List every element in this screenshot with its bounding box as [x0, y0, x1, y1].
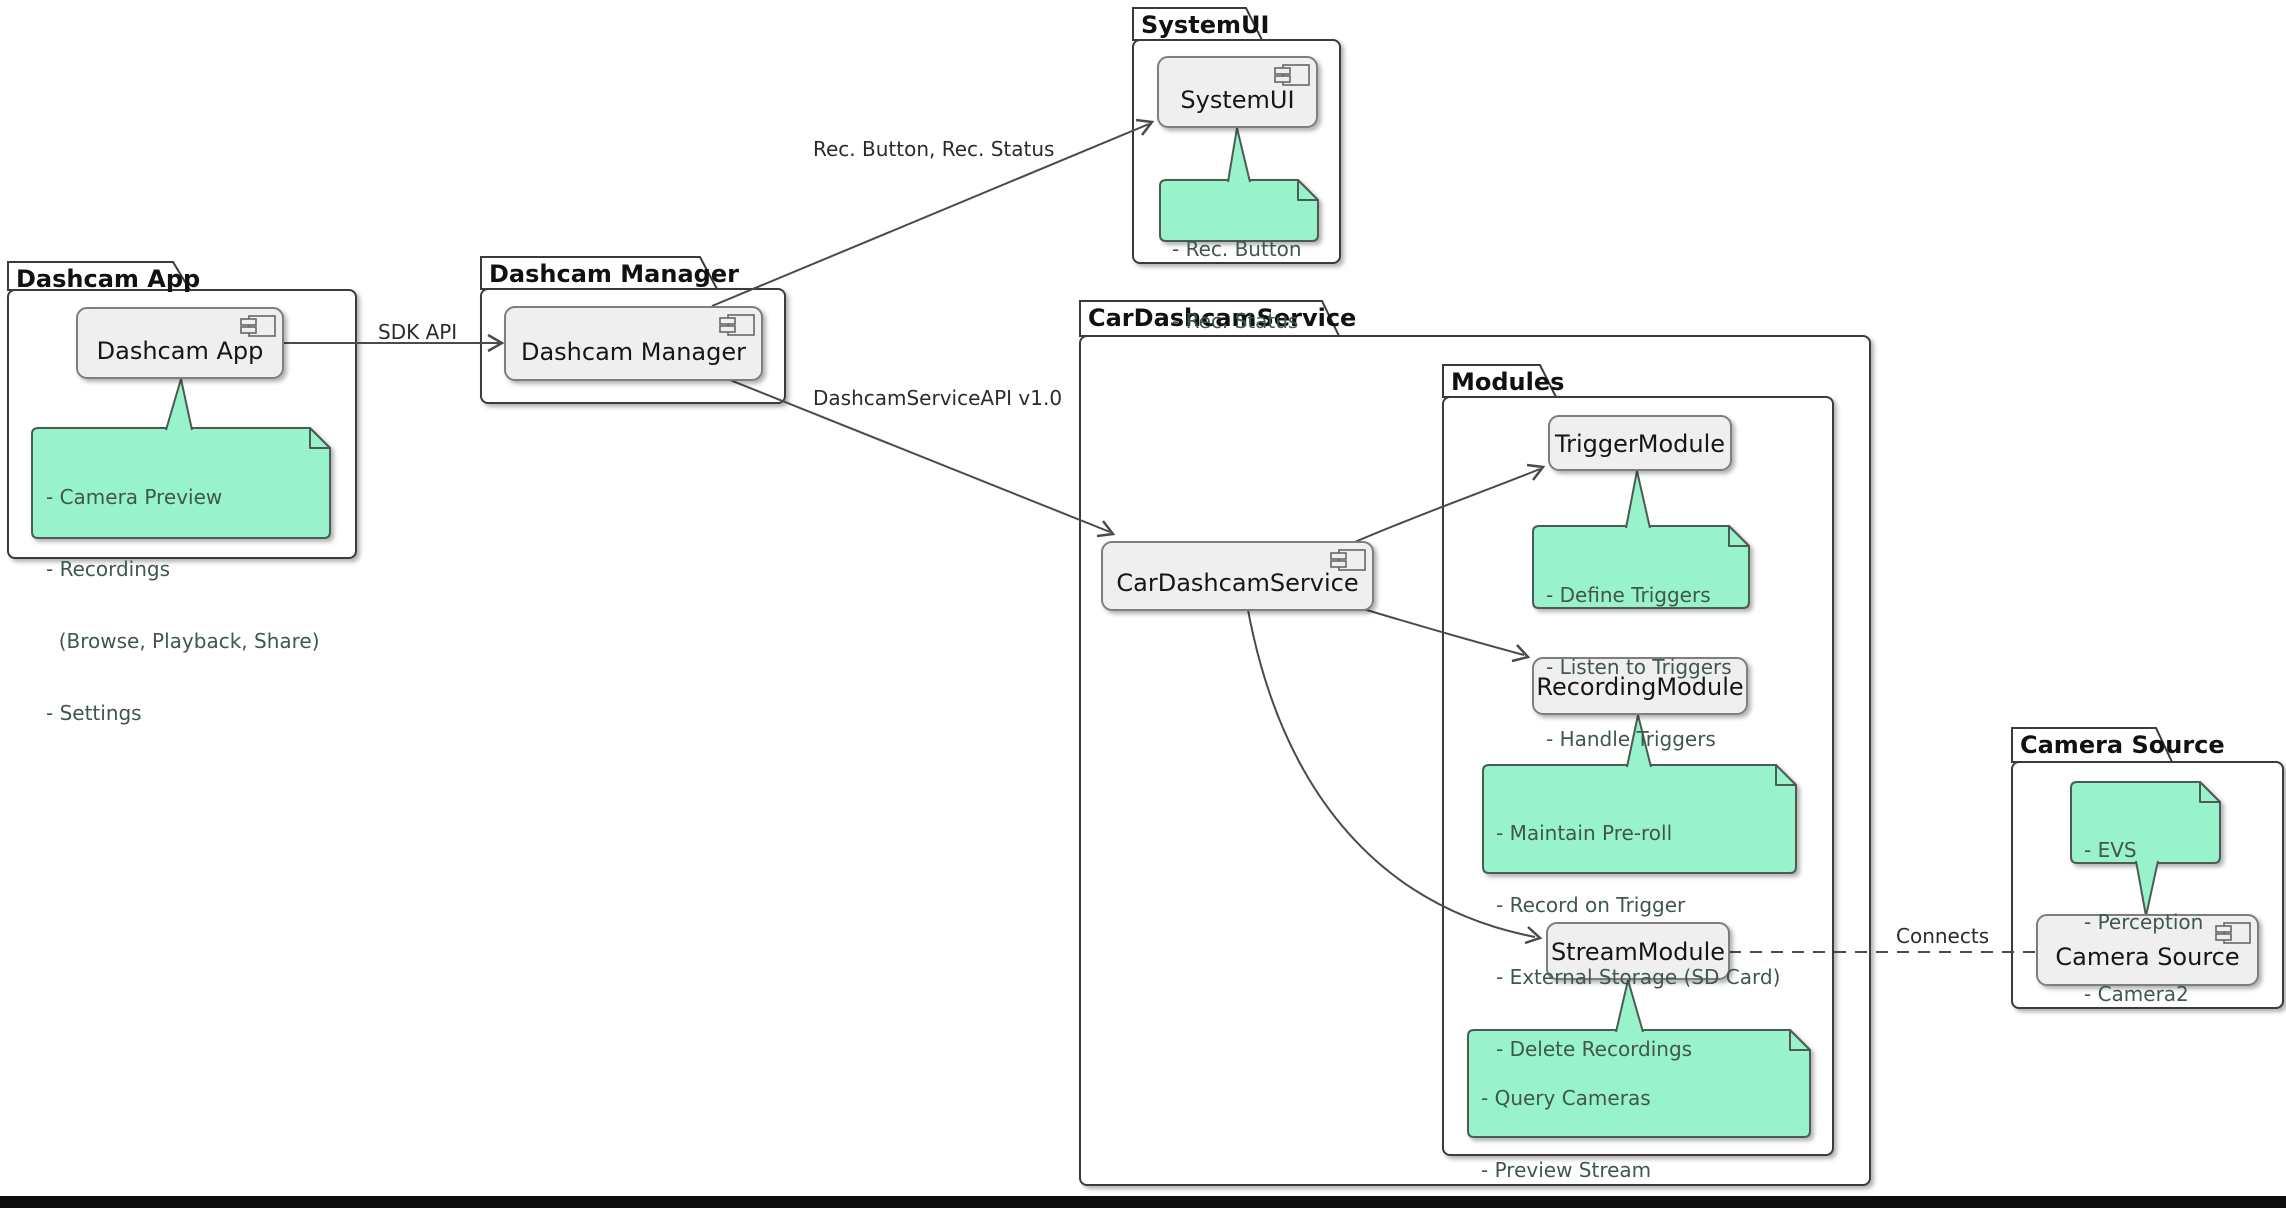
- note-line: - Delete Recordings: [1496, 1037, 1693, 1061]
- note-line: - Camera Preview: [46, 485, 223, 509]
- note-line: - Maintain Pre-roll: [1496, 821, 1673, 845]
- note-line: - Rec. Status: [1172, 309, 1299, 333]
- package-title-modules: Modules: [1451, 368, 1565, 396]
- component-stream-module: [1546, 922, 1730, 980]
- component-label-trigger-module: TriggerModule: [1554, 430, 1726, 458]
- edge-label-dashcam-service-api: DashcamServiceAPI v1.0: [813, 386, 1063, 410]
- edge-rec-button-status: [711, 118, 1155, 307]
- note-text-recording-module: - Maintain Pre-roll - Record on Trigger …: [1496, 773, 1780, 1085]
- edge-service-to-stream-module: [1247, 609, 1543, 945]
- package-title-systemui: SystemUI: [1141, 11, 1270, 39]
- note-recording-module: [1482, 714, 1797, 874]
- note-fold-corner: [309, 427, 331, 449]
- component-systemui: [1157, 56, 1318, 128]
- component-label-dashcam-manager: Dashcam Manager: [520, 337, 746, 366]
- arrowhead: [1096, 520, 1116, 538]
- note-text-camera-source: - EVS - Perception - Camera2: [2084, 790, 2203, 1030]
- note-line: - Listen to Triggers: [1546, 655, 1732, 679]
- edge-label-connects: Connects: [1896, 924, 1990, 948]
- edge-label-rec-button-status: Rec. Button, Rec. Status: [813, 137, 1055, 161]
- component-dashcam-app: [76, 307, 284, 379]
- note-fold-corner: [1728, 525, 1750, 547]
- note-text-stream-module: - Query Cameras - Preview Stream - Snaps…: [1481, 1038, 1801, 1208]
- note-line: - Rec. Button: [1172, 237, 1302, 261]
- arrowhead: [1524, 926, 1543, 945]
- package-title-car-dashcam-service: CarDashcamService: [1088, 304, 1357, 332]
- note-line: - Recordings: [46, 557, 171, 581]
- note-fold-corner: [1789, 1029, 1811, 1051]
- note-line: - External Storage (SD Card): [1496, 965, 1781, 989]
- component-label-stream-module: StreamModule: [1550, 938, 1726, 966]
- note-line: - Handle Triggers: [1546, 727, 1716, 751]
- component-camera-source: [2036, 914, 2259, 986]
- note-stream-module: [1467, 976, 1811, 1138]
- component-label-car-dashcam-service: CarDashcamService: [1116, 569, 1359, 597]
- arrowhead: [1526, 463, 1546, 481]
- note-line: - Record on Trigger: [1496, 893, 1686, 917]
- note-dashcam-app: [31, 378, 331, 539]
- bottom-bar: [0, 1196, 2286, 1208]
- note-line: - EVS: [2084, 838, 2137, 862]
- note-fold-corner: [1775, 764, 1797, 786]
- arrowhead: [487, 333, 505, 353]
- component-car-dashcam-service: [1101, 541, 1374, 611]
- note-systemui: [1159, 127, 1319, 242]
- package-title-camera-source: Camera Source: [2020, 731, 2225, 759]
- component-label-dashcam-app: Dashcam App: [96, 337, 264, 365]
- note-line: - Perception: [2084, 910, 2204, 934]
- component-recording-module: [1532, 657, 1748, 715]
- note-fold-corner: [1297, 179, 1319, 201]
- component-trigger-module: [1548, 415, 1732, 471]
- note-trigger-module: [1532, 470, 1750, 609]
- note-line: - Preview Stream: [1481, 1158, 1652, 1182]
- note-line: - Define Triggers: [1546, 583, 1711, 607]
- note-text-dashcam-app: - Camera Preview - Recordings (Browse, P…: [46, 437, 320, 749]
- package-title-dashcam-manager: Dashcam Manager: [489, 260, 739, 288]
- note-line: - Camera2: [2084, 982, 2189, 1006]
- edge-label-sdk-api: SDK API: [378, 320, 458, 344]
- note-line: - Settings: [46, 701, 142, 725]
- note-line: (Browse, Playback, Share): [46, 629, 320, 653]
- edge-service-to-recording-module: [1359, 607, 1531, 663]
- arrowhead: [1135, 118, 1155, 136]
- edge-dashcam-service-api: [724, 377, 1116, 538]
- arrowhead: [1511, 644, 1531, 663]
- note-camera-source: [2070, 781, 2221, 917]
- component-label-recording-module: RecordingModule: [1536, 673, 1744, 701]
- edge-sdk-api: [283, 333, 505, 353]
- note-line: - Query Cameras: [1481, 1086, 1651, 1110]
- component-dashcam-manager: [504, 306, 763, 381]
- note-text-trigger-module: - Define Triggers - Listen to Triggers -…: [1546, 535, 1732, 775]
- note-text-systemui: - Rec. Button - Rec. Status: [1172, 189, 1302, 357]
- note-fold-corner: [2199, 781, 2221, 803]
- component-label-camera-source: Camera Source: [2055, 943, 2240, 971]
- edge-service-to-trigger-module: [1354, 463, 1546, 543]
- component-label-systemui: SystemUI: [1180, 86, 1295, 114]
- package-title-dashcam-app: Dashcam App: [16, 265, 201, 293]
